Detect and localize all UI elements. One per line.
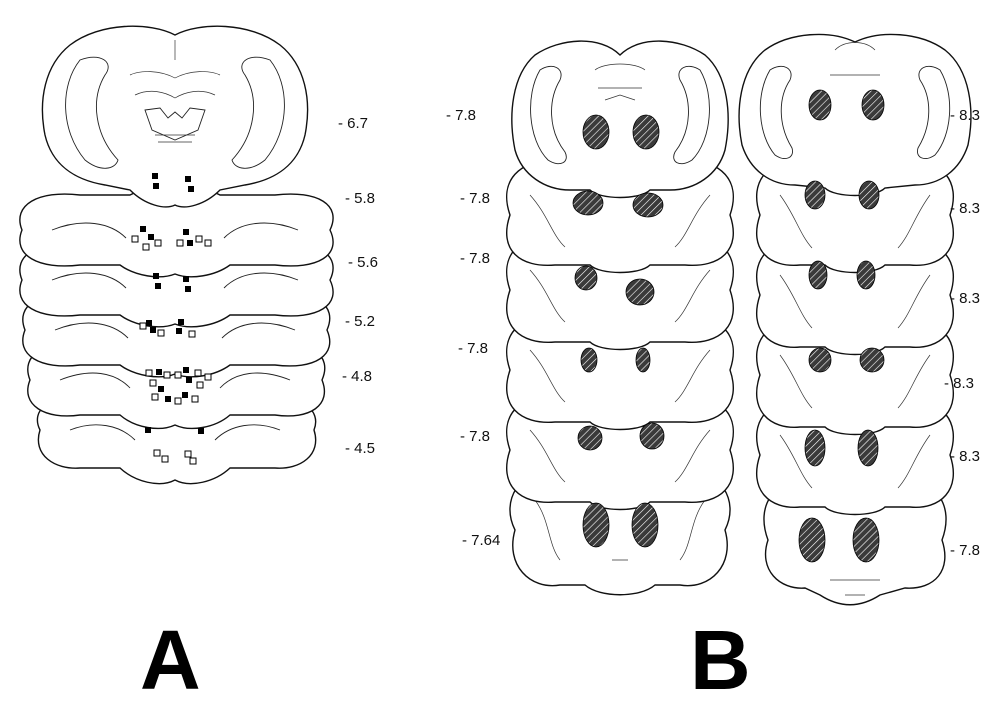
lesion (632, 503, 658, 547)
panel-a-level-label: - 4.5 (345, 440, 375, 457)
filled-marker (153, 273, 159, 279)
filled-marker (198, 428, 204, 434)
filled-marker (185, 176, 191, 182)
panel-a-level-label: - 6.7 (338, 115, 368, 132)
panel-b-left-level-label: - 7.8 (460, 190, 490, 207)
lesion (799, 518, 825, 562)
open-marker (164, 372, 170, 378)
filled-marker (183, 229, 189, 235)
open-marker (190, 458, 196, 464)
filled-marker (188, 186, 194, 192)
lesion (860, 348, 884, 372)
panel-b-right-level-label: - 8.3 (950, 107, 980, 124)
open-marker (205, 240, 211, 246)
lesion (805, 430, 825, 466)
panel-b-right-level-label: - 8.3 (944, 375, 974, 392)
lesion (575, 266, 597, 290)
panel-b-right-level-label: - 8.3 (950, 290, 980, 307)
filled-marker (183, 276, 189, 282)
lesion (857, 261, 875, 289)
lesion (858, 430, 878, 466)
lesion (583, 503, 609, 547)
open-marker (192, 396, 198, 402)
lesion (581, 348, 597, 372)
filled-marker (153, 183, 159, 189)
open-marker (132, 236, 138, 242)
open-marker (196, 236, 202, 242)
filled-marker (183, 367, 189, 373)
panel-b-left-level-label: - 7.8 (460, 428, 490, 445)
panel-b-left-level-label: - 7.8 (446, 107, 476, 124)
panel-a-level-label: - 5.8 (345, 190, 375, 207)
lesion (805, 181, 825, 209)
lesion (809, 261, 827, 289)
lesion (573, 191, 603, 215)
panel-b-left-level-label: - 7.8 (460, 250, 490, 267)
panel-b-right-level-label: - 8.3 (950, 200, 980, 217)
filled-marker (148, 234, 154, 240)
panel-b-left-slice-1 (512, 41, 728, 197)
lesion (583, 115, 609, 149)
open-marker (146, 370, 152, 376)
open-marker (150, 380, 156, 386)
open-marker (158, 330, 164, 336)
panel-a-letter: A (140, 618, 201, 702)
filled-marker (165, 396, 171, 402)
lesion (853, 518, 879, 562)
filled-marker (146, 320, 152, 326)
filled-marker (145, 427, 151, 433)
filled-marker (140, 226, 146, 232)
panel-b-right-slice-1 (739, 34, 971, 195)
filled-marker (150, 327, 156, 333)
panel-b-right-level-label: - 7.8 (950, 542, 980, 559)
open-marker (177, 240, 183, 246)
open-marker (175, 398, 181, 404)
filled-marker (178, 319, 184, 325)
lesion (862, 90, 884, 120)
panel-b-left-column (507, 41, 734, 595)
open-marker (154, 450, 160, 456)
open-marker (189, 331, 195, 337)
filled-marker (158, 386, 164, 392)
panel-a-drawing (20, 26, 333, 483)
panel-b-letter: B (690, 618, 751, 702)
lesion (859, 181, 879, 209)
lesion (809, 348, 831, 372)
panel-b-left-level-label: - 7.64 (462, 532, 500, 549)
panel-a-level-label: - 4.8 (342, 368, 372, 385)
filled-marker (155, 283, 161, 289)
lesion (640, 423, 664, 449)
lesion (809, 90, 831, 120)
panel-b-right-level-label: - 8.3 (950, 448, 980, 465)
open-marker (152, 394, 158, 400)
panel-a-level-label: - 5.2 (345, 313, 375, 330)
filled-marker (186, 377, 192, 383)
lesion (626, 279, 654, 305)
filled-marker (152, 173, 158, 179)
open-marker (155, 240, 161, 246)
open-marker (195, 370, 201, 376)
open-marker (205, 374, 211, 380)
open-marker (162, 456, 168, 462)
filled-marker (185, 286, 191, 292)
open-marker (185, 451, 191, 457)
panel-a-slice-1 (42, 26, 307, 207)
filled-marker (156, 369, 162, 375)
open-marker (175, 372, 181, 378)
open-marker (197, 382, 203, 388)
filled-marker (176, 328, 182, 334)
panel-b-right-column (739, 34, 971, 604)
open-marker (140, 323, 146, 329)
filled-marker (187, 240, 193, 246)
panel-a-level-label: - 5.6 (348, 254, 378, 271)
lesion (633, 115, 659, 149)
lesion (636, 348, 650, 372)
open-marker (143, 244, 149, 250)
filled-marker (182, 392, 188, 398)
lesion (633, 193, 663, 217)
panel-b-left-level-label: - 7.8 (458, 340, 488, 357)
lesion (578, 426, 602, 450)
